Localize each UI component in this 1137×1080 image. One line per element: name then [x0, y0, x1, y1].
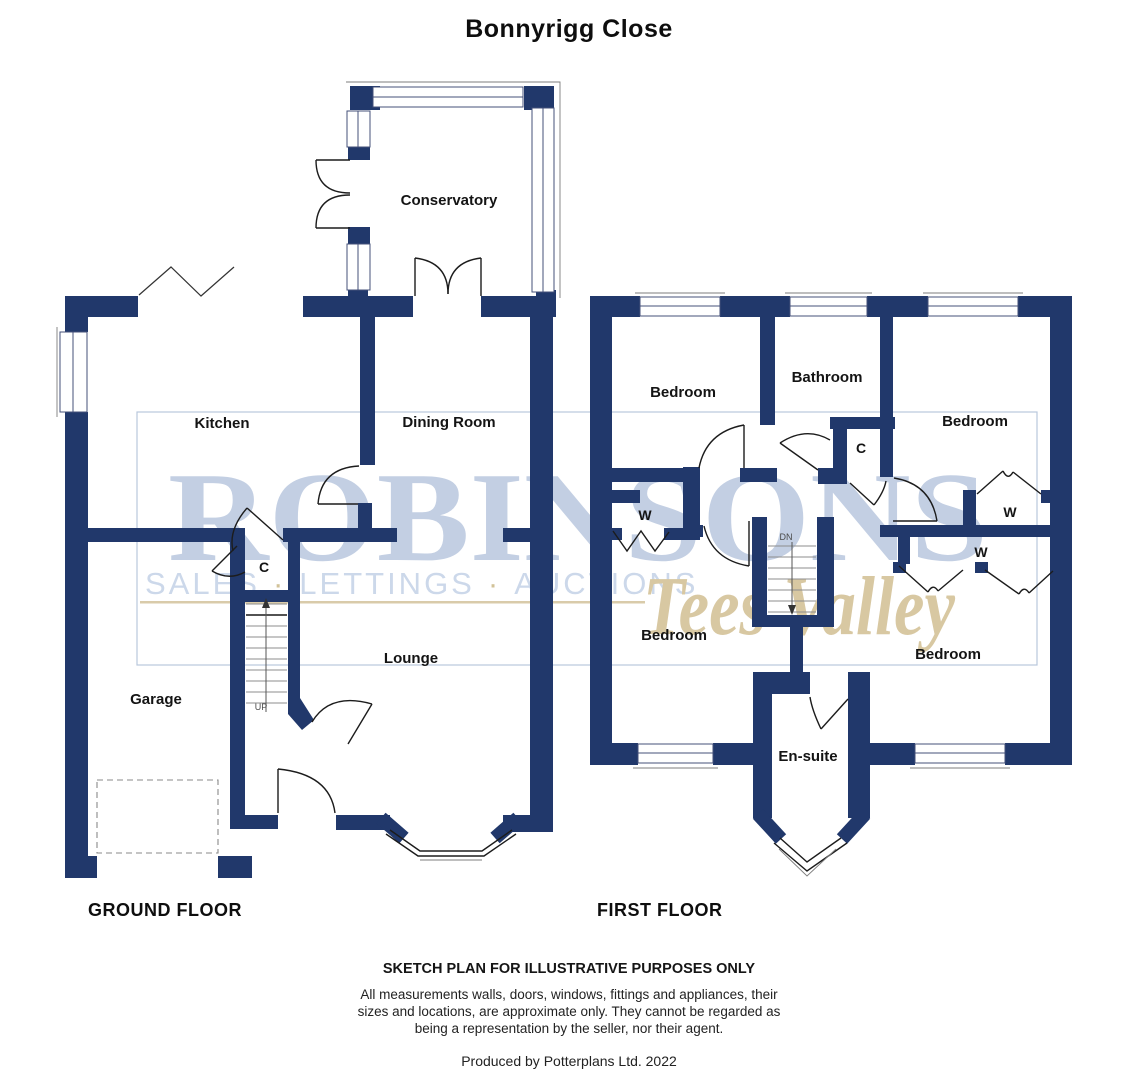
page-title: Bonnyrigg Close: [465, 15, 673, 43]
footer-disclaimer-line: sizes and locations, are approximate onl…: [358, 1004, 781, 1019]
first-floor-plan: DN Bedroom Bathroom Bedroom C W W W Bedr…: [590, 292, 1072, 877]
stairs-up-label: UP: [255, 702, 268, 712]
window: [56, 327, 88, 417]
front-door: [277, 768, 336, 814]
room-label-garage: Garage: [130, 691, 182, 708]
door-kitchen-hall: [211, 507, 284, 577]
footer-credit: Produced by Potterplans Ltd. 2022: [461, 1053, 677, 1069]
room-label-bedroom-1: Bedroom: [650, 384, 716, 401]
room-label-bedroom-3: Bedroom: [641, 627, 707, 644]
watermark-brand: ROBINSONS: [168, 446, 988, 588]
wardrobe-doors-right-upper: [976, 470, 1042, 495]
wardrobe-doors-left: [612, 529, 670, 553]
footer-disclaimer-line: All measurements walls, doors, windows, …: [360, 987, 778, 1002]
window: [531, 107, 555, 293]
watermark-dot-icon: ·: [488, 566, 501, 601]
watermark-rule: [140, 601, 645, 604]
room-label-lounge: Lounge: [384, 650, 438, 667]
door-cupboard-first: [849, 480, 887, 506]
window: [346, 110, 371, 148]
garage-door-dashed-outline: [96, 779, 219, 854]
room-label-bathroom: Bathroom: [792, 369, 863, 386]
first-floor-doors: [612, 424, 1054, 730]
bay-window: [385, 829, 517, 861]
room-label-wardrobe-right-lower: W: [974, 544, 988, 560]
window: [633, 743, 718, 769]
room-label-kitchen: Kitchen: [194, 415, 249, 432]
watermark-word: LETTINGS: [299, 566, 475, 601]
french-doors: [315, 159, 351, 229]
room-label-bedroom-4: Bedroom: [915, 646, 981, 663]
room-label-cupboard-first: C: [856, 440, 866, 456]
ground-floor-doors: [138, 159, 482, 814]
door-lounge: [311, 699, 373, 745]
door-bedroom-front: [698, 424, 745, 469]
watermark-tagline: SALES·LETTINGS·AUCTIONS: [145, 566, 698, 601]
door-dining: [317, 465, 360, 505]
stairs-down: DN: [768, 532, 816, 615]
ground-floor-windows: [56, 86, 555, 861]
wardrobe-doors-right-lower: [898, 565, 1054, 595]
footer: SKETCH PLAN FOR ILLUSTRATIVE PURPOSES ON…: [358, 961, 781, 1069]
first-floor-walls: [590, 296, 1072, 844]
watermark-dot-icon: ·: [273, 566, 286, 601]
room-label-dining-room: Dining Room: [402, 414, 495, 431]
double-doors-conservatory: [414, 257, 482, 296]
stairs-arrow-icon: [788, 605, 796, 615]
room-label-ensuite: En-suite: [778, 748, 837, 765]
window: [910, 743, 1010, 769]
room-label-conservatory: Conservatory: [401, 192, 498, 209]
conservatory-outer-frame: [346, 81, 561, 298]
ground-floor-title: GROUND FLOOR: [88, 900, 242, 920]
room-label-wardrobe-right-upper: W: [1003, 504, 1017, 520]
first-floor-title: FIRST FLOOR: [597, 900, 723, 920]
window: [346, 243, 371, 291]
footer-heading: SKETCH PLAN FOR ILLUSTRATIVE PURPOSES ON…: [383, 961, 756, 977]
window: [785, 292, 872, 317]
door-bathroom: [779, 433, 831, 471]
ground-floor-plan: UP Conservatory Kitchen Dining Room C Lo…: [56, 81, 561, 878]
door-bedroom-back-left: [703, 521, 750, 567]
window: [635, 292, 725, 317]
room-label-cupboard-ground: C: [259, 559, 269, 575]
ground-floor-walls: [65, 86, 556, 878]
window: [372, 86, 524, 108]
stairs-down-label: DN: [780, 532, 793, 542]
room-label-bedroom-2: Bedroom: [942, 413, 1008, 430]
opening-break-line: [138, 266, 235, 297]
stairs-arrow-icon: [262, 598, 270, 608]
door-bedroom-right: [893, 477, 938, 522]
room-label-wardrobe-left: W: [638, 507, 652, 523]
window: [923, 292, 1023, 317]
bay-window-ensuite: [773, 837, 848, 877]
stairs-up: UP: [246, 598, 287, 712]
first-floor-windows: [633, 292, 1023, 877]
footer-disclaimer-line: being a representation by the seller, no…: [415, 1021, 723, 1036]
door-ensuite: [809, 696, 849, 730]
